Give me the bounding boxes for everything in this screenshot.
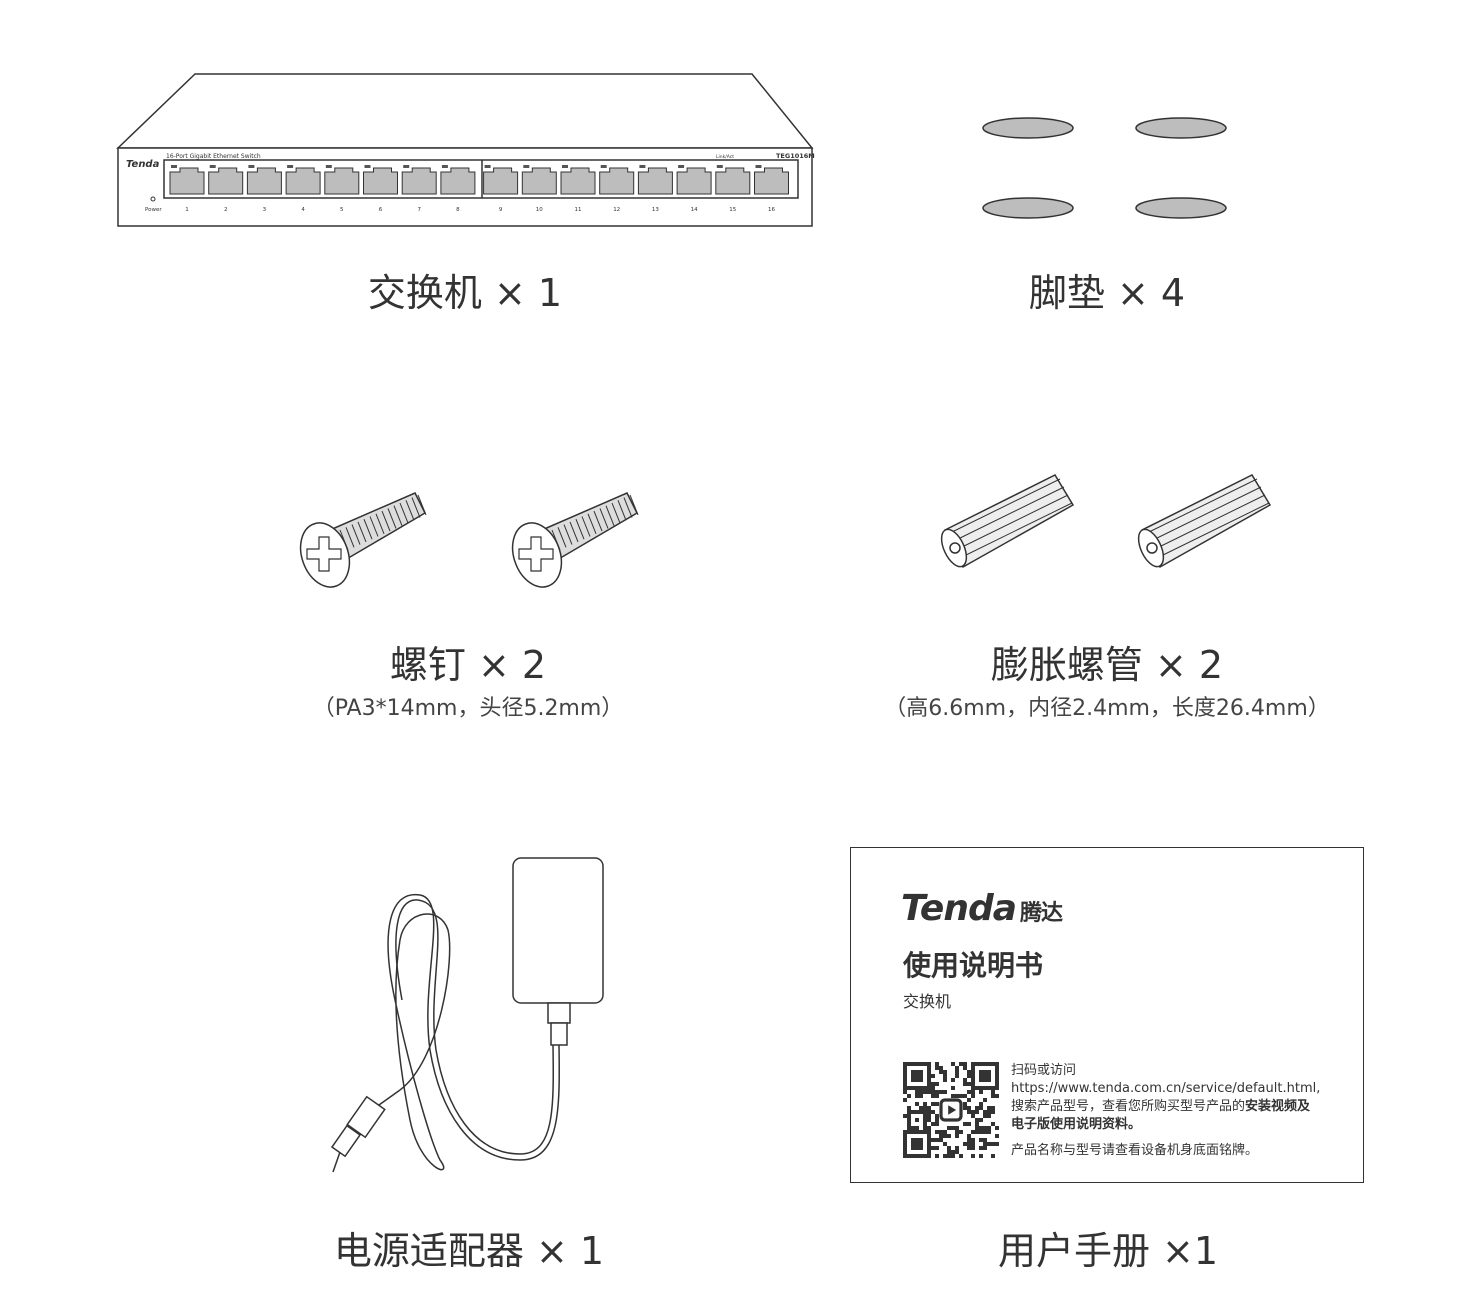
screw xyxy=(299,492,427,588)
screws xyxy=(299,492,639,588)
ethernet-port xyxy=(440,165,476,195)
port-number: 3 xyxy=(263,207,267,213)
screw xyxy=(511,492,639,588)
port-number: 15 xyxy=(729,207,736,213)
ethernet-port xyxy=(521,165,557,195)
ethernet-port xyxy=(637,165,673,195)
manual-info: 扫码或访问 https://www.tenda.com.cn/service/d… xyxy=(1011,1062,1320,1160)
ethernet-port xyxy=(599,165,635,195)
manual-caption: 用户手册 ×1 xyxy=(997,1229,1219,1273)
switch-caption: 交换机 × 1 xyxy=(367,271,563,315)
foot-pad xyxy=(1135,197,1227,219)
anchors-spec: （高6.6mm，内径2.4mm，长度26.4mm） xyxy=(884,696,1330,721)
wall-anchor xyxy=(1137,474,1272,569)
switch-illustration xyxy=(116,73,814,227)
manual-line: 搜索产品型号，查看您所购买型号产品的 xyxy=(1011,1099,1246,1114)
port-number: 14 xyxy=(691,207,698,213)
manual-url: https://www.tenda.com.cn/service/default… xyxy=(1011,1081,1321,1096)
port-number: 13 xyxy=(652,207,659,213)
port-number: 2 xyxy=(224,207,228,213)
foot-pad xyxy=(1135,117,1227,139)
ethernet-port xyxy=(246,165,282,195)
manual-line-bold: 电子版使用说明资料。 xyxy=(1011,1117,1142,1132)
port-number: 12 xyxy=(613,207,620,213)
ethernet-port xyxy=(169,165,205,195)
ethernet-port xyxy=(208,165,244,195)
manual-line: 扫码或访问 xyxy=(1011,1063,1077,1078)
port-number: 7 xyxy=(417,207,421,213)
anchors-caption: 膨胀螺管 × 2 xyxy=(990,643,1224,687)
adapter-caption: 电源适配器 × 1 xyxy=(333,1229,605,1273)
ethernet-port xyxy=(676,165,712,195)
switch-brand: Tenda xyxy=(126,159,160,170)
ethernet-port xyxy=(324,165,360,195)
manual-subtitle: 交换机 xyxy=(903,992,952,1011)
port-number: 9 xyxy=(499,207,503,213)
wall-anchors xyxy=(940,474,1272,569)
power-adapter-illustration xyxy=(330,857,604,1173)
switch-link-label: Link/Act xyxy=(716,154,734,160)
port-number: 11 xyxy=(575,207,582,213)
ethernet-port xyxy=(715,165,751,195)
manual-line-bold: 安装视频及 xyxy=(1245,1099,1311,1114)
port-number: 10 xyxy=(536,207,543,213)
feet-caption: 脚垫 × 4 xyxy=(1028,271,1186,315)
port-number: 8 xyxy=(456,207,460,213)
ethernet-port xyxy=(754,165,789,195)
wall-anchor xyxy=(940,474,1075,569)
port-number: 5 xyxy=(340,207,344,213)
port-number: 16 xyxy=(768,207,775,213)
feet-pads xyxy=(982,117,1227,219)
switch-panel-label: 16-Port Gigabit Ethernet Switch xyxy=(166,153,261,160)
qr-code-icon xyxy=(903,1062,999,1158)
switch-power-label: Power xyxy=(145,207,162,213)
manual-line: 产品名称与型号请查看设备机身底面铭牌。 xyxy=(1011,1143,1259,1158)
port-number: 4 xyxy=(301,207,305,213)
switch-model: TEG1016M xyxy=(776,152,815,160)
screws-spec: （PA3*14mm，头径5.2mm） xyxy=(312,696,624,721)
ethernet-port xyxy=(363,165,398,195)
manual-title: 使用说明书 xyxy=(903,949,1044,982)
ethernet-port xyxy=(560,165,596,195)
port-number: 1 xyxy=(185,207,189,213)
foot-pad xyxy=(982,117,1074,139)
ethernet-port xyxy=(285,165,321,195)
foot-pad xyxy=(982,197,1074,219)
ethernet-port xyxy=(483,165,519,195)
screws-caption: 螺钉 × 2 xyxy=(389,643,547,687)
ethernet-port xyxy=(401,165,437,195)
port-number: 6 xyxy=(379,207,383,213)
